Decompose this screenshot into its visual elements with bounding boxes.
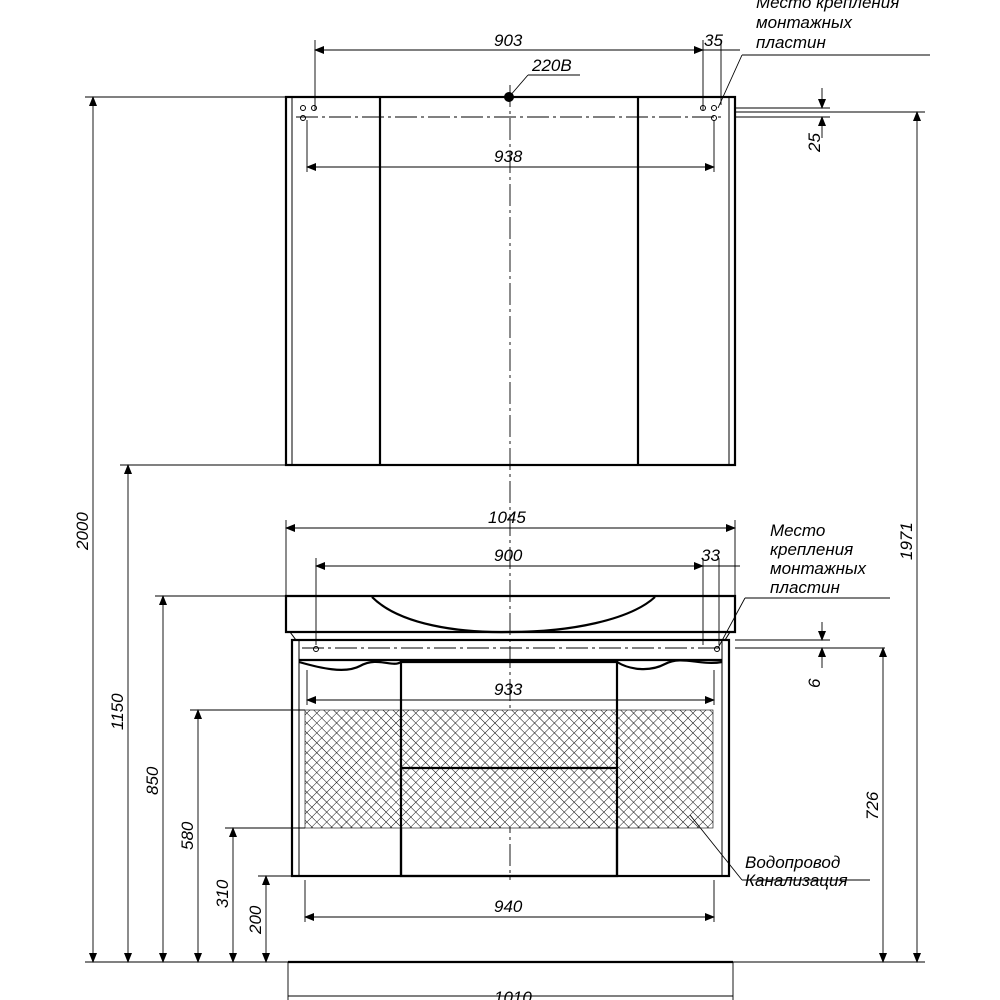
dim-6-label: 6 (805, 678, 824, 688)
mirror-cabinet: 220В 903 35 Место крепления монтажных пл… (284, 0, 930, 880)
top-wave-profile (298, 659, 723, 671)
dim-33-label: 33 (701, 546, 720, 565)
service-note-leader (689, 814, 743, 881)
mount-note-leader (717, 54, 743, 109)
mount-hole-icon (711, 105, 717, 111)
power-label: 220В (531, 56, 572, 75)
dim-938-label: 938 (494, 147, 523, 166)
vanity-mount-note-line-2: крепления (770, 540, 853, 559)
mount-note-leader (717, 597, 746, 649)
dim-903-label: 903 (494, 31, 523, 50)
dim-310-label: 310 (213, 879, 232, 908)
mount-note-line-2: монтажных (756, 13, 852, 32)
dim-940-label: 940 (494, 897, 523, 916)
vanity-mount-note-line-3: монтажных (770, 559, 866, 578)
dim-200-label: 200 (246, 905, 265, 935)
dim-1971-label: 1971 (897, 522, 916, 560)
service-note-line-2: Канализация (745, 871, 848, 890)
mount-note-line-1: Место крепления (756, 0, 899, 12)
power-leader-line (508, 74, 529, 98)
dim-35-label: 35 (704, 31, 723, 50)
dim-933-label: 933 (494, 680, 523, 699)
sink-bowl-curve (371, 596, 656, 634)
dim-1150-label: 1150 (108, 693, 127, 730)
mount-note-line-3: пластин (756, 33, 827, 52)
height-dimensions: 2000 1150 850 580 310 200 1971 726 (73, 96, 925, 963)
dim-1045-label: 1045 (488, 508, 526, 527)
dim-726-label: 726 (863, 791, 882, 820)
dim-900-label: 900 (494, 546, 523, 565)
dim-850-label: 850 (143, 766, 162, 795)
service-note-line-1: Водопровод (745, 853, 840, 872)
vanity-mount-note-line-1: Место (770, 521, 825, 540)
dim-2000-label: 2000 (73, 512, 92, 551)
mount-hole-icon (711, 115, 717, 121)
mount-hole-icon (300, 105, 306, 111)
mount-hole-icon (313, 646, 319, 652)
dim-580-label: 580 (178, 821, 197, 850)
countertop-outline (284, 594, 737, 634)
mount-hole-icon (311, 105, 317, 111)
dim-25-label: 25 (805, 133, 824, 153)
mount-hole-icon (714, 646, 720, 652)
vanity-mount-note-line-4: пластин (770, 578, 841, 597)
dim-1010-label: 1010 (494, 988, 532, 1000)
vanity-unit: 1045 900 33 Место крепления монтажных пл… (284, 508, 890, 1000)
mount-hole-icon (300, 115, 306, 121)
